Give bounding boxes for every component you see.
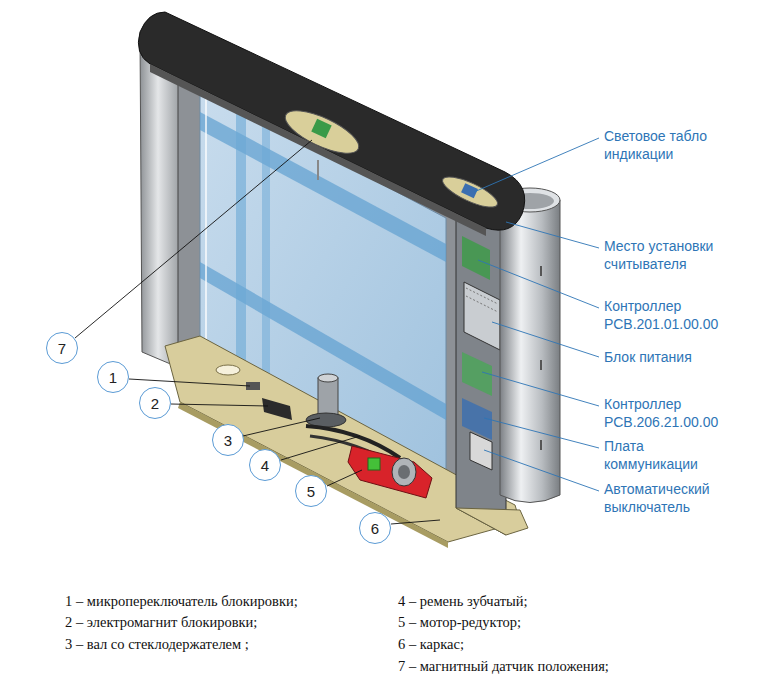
legend-entry: 3 – вал со стеклодержателем ;	[65, 635, 249, 653]
callout-number: 1	[109, 369, 117, 386]
callout-number: 2	[151, 395, 159, 412]
callout-circle: 3	[212, 424, 244, 456]
part-label: Контроллер РСВ.201.01.00.00	[604, 297, 732, 333]
callout-number: 6	[371, 520, 379, 537]
legend-entry: 7 – магнитный датчик положения;	[398, 657, 609, 675]
part-label: Световое табло индикации	[604, 127, 732, 163]
part-label: Место установки считывателя	[604, 237, 732, 273]
callout-number: 3	[224, 432, 232, 449]
part-label: Плата коммуникации	[604, 437, 732, 473]
callout-circle: 7	[46, 332, 78, 364]
callout-circle: 1	[97, 361, 129, 393]
legend-entry: 4 – ремень зубчатый;	[398, 592, 528, 610]
callout-number: 5	[307, 483, 315, 500]
callout-number: 4	[261, 457, 269, 474]
legend-entry: 6 – каркас;	[398, 635, 464, 653]
callout-circle: 4	[249, 449, 281, 481]
legend-entry: 1 – микропереключатель блокировки;	[65, 592, 298, 610]
callout-circle: 6	[359, 512, 391, 544]
legend-entry: 2 – электромагнит блокировки;	[65, 613, 257, 631]
callout-number: 7	[58, 340, 66, 357]
legend-entry: 5 – мотор-редуктор;	[398, 613, 521, 631]
callout-circle: 2	[139, 387, 171, 419]
part-label: Контроллер РСВ.206.21.00.00	[604, 395, 732, 431]
part-label: Блок питания	[604, 348, 732, 366]
callout-circle: 5	[295, 475, 327, 507]
part-label: Автоматический выключатель	[604, 480, 732, 516]
